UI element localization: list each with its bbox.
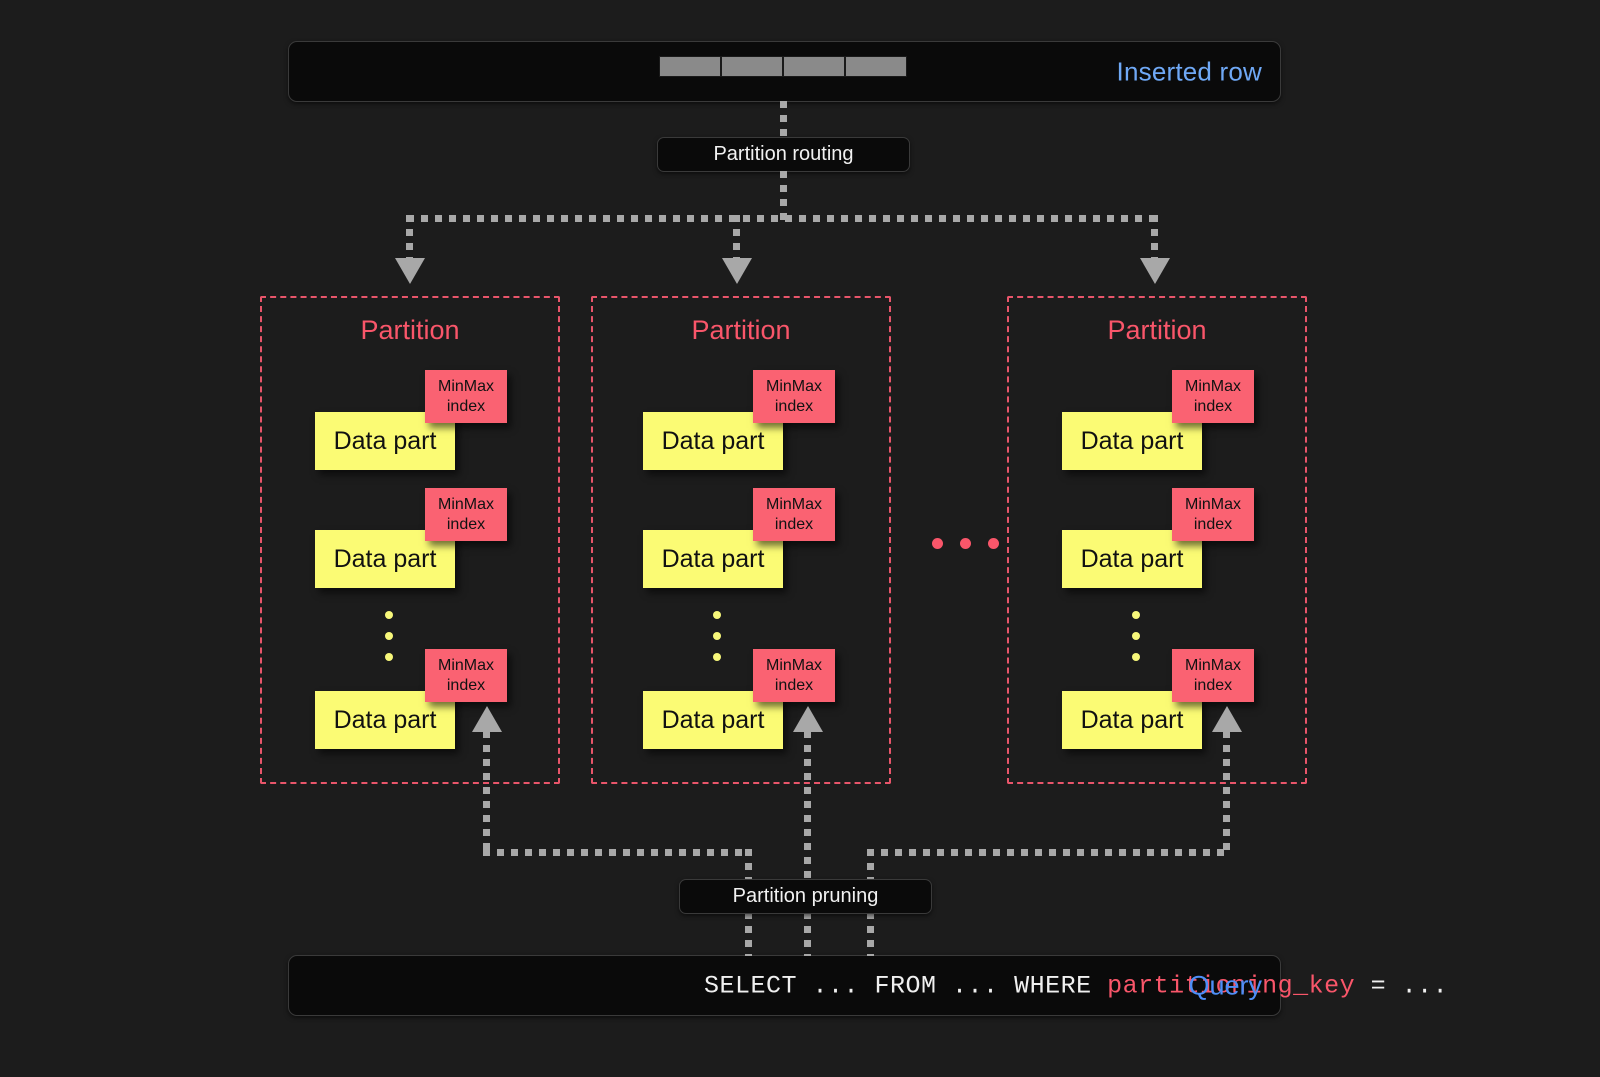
data-part-label: Data part <box>661 705 765 734</box>
ellipsis-dot <box>932 538 943 549</box>
query-label: Query <box>1188 970 1262 1000</box>
connector-pruning-to-partition-2 <box>804 731 811 883</box>
partition-box-1: Partition <box>260 296 560 784</box>
partition-pruning-label: Partition pruning <box>732 885 879 907</box>
minmax-index-line1: MinMax <box>1184 495 1241 513</box>
connector-bus-left-down <box>745 849 752 883</box>
data-part-label: Data part <box>333 426 437 455</box>
data-part-ellipsis <box>713 611 721 661</box>
partition-box-3: Partition <box>1007 296 1307 784</box>
pruning-bus-right <box>867 849 1230 856</box>
row-cell <box>783 56 845 77</box>
minmax-index-line2: index <box>1193 515 1233 533</box>
minmax-index-line1: MinMax <box>1184 377 1241 395</box>
arrow-up-partition-3 <box>1212 706 1242 732</box>
connector-bus-to-partition-1 <box>406 215 413 263</box>
ellipsis-dot <box>385 611 393 619</box>
connector-pruning-to-query-1 <box>745 912 752 956</box>
connector-bus-to-partition-2 <box>733 215 740 263</box>
ellipsis-dot <box>1132 653 1140 661</box>
query-suffix: = ... <box>1355 971 1449 1000</box>
ellipsis-dot <box>988 538 999 549</box>
data-part-label: Data part <box>661 544 765 573</box>
ellipsis-dot <box>713 632 721 640</box>
minmax-index-line2: index <box>1193 676 1233 694</box>
partition-routing-label: Partition routing <box>713 143 854 165</box>
arrow-down-partition-1 <box>395 258 425 284</box>
ellipsis-dot <box>1132 611 1140 619</box>
data-part-label: Data part <box>1080 544 1184 573</box>
row-cell <box>845 56 907 77</box>
minmax-index-line2: index <box>1193 397 1233 415</box>
arrow-up-partition-1 <box>472 706 502 732</box>
data-part-box: Data part <box>315 691 455 749</box>
routing-fanout-bus <box>407 215 1157 222</box>
data-part-label: Data part <box>333 705 437 734</box>
connector-bus-to-partition-3 <box>1151 215 1158 263</box>
connector-pruning-to-partition-3 <box>1223 731 1230 855</box>
connector-routing-to-bus <box>780 171 787 221</box>
minmax-index-line1: MinMax <box>437 377 494 395</box>
arrow-up-partition-2 <box>793 706 823 732</box>
arrow-down-partition-2 <box>722 258 752 284</box>
minmax-index-box: MinMax index <box>753 649 835 702</box>
ellipsis-dot <box>385 653 393 661</box>
data-part-label: Data part <box>661 426 765 455</box>
connector-pruning-to-partition-1 <box>483 731 490 855</box>
row-cell <box>721 56 783 77</box>
minmax-index-box: MinMax index <box>753 370 835 423</box>
minmax-index-line2: index <box>774 676 814 694</box>
minmax-index-line1: MinMax <box>437 656 494 674</box>
ellipsis-dot <box>960 538 971 549</box>
inserted-row-cells <box>659 56 907 77</box>
minmax-index-line2: index <box>446 676 486 694</box>
connector-row-to-routing <box>780 101 787 139</box>
data-part-label: Data part <box>1080 705 1184 734</box>
minmax-index-line2: index <box>774 397 814 415</box>
connector-pruning-to-query-3 <box>867 912 874 956</box>
minmax-index-line2: index <box>774 515 814 533</box>
partition-routing-box: Partition routing <box>657 137 910 172</box>
minmax-index-line1: MinMax <box>765 495 822 513</box>
minmax-index-box: MinMax index <box>1172 370 1254 423</box>
query-prefix: SELECT ... FROM ... WHERE <box>704 971 1108 1000</box>
pruning-bus-left <box>483 849 745 856</box>
row-cell <box>659 56 721 77</box>
ellipsis-dot <box>385 632 393 640</box>
minmax-index-line1: MinMax <box>437 495 494 513</box>
ellipsis-dot <box>713 611 721 619</box>
partition-title: Partition <box>691 315 791 345</box>
minmax-index-box: MinMax index <box>1172 649 1254 702</box>
minmax-index-box: MinMax index <box>1172 488 1254 541</box>
minmax-index-line1: MinMax <box>765 377 822 395</box>
minmax-index-line2: index <box>446 515 486 533</box>
minmax-index-box: MinMax index <box>425 488 507 541</box>
inserted-row-label: Inserted row <box>1116 56 1262 86</box>
partition-title: Partition <box>1107 315 1207 345</box>
connector-pruning-to-query-2 <box>804 912 811 956</box>
data-part-ellipsis <box>1132 611 1140 661</box>
data-part-label: Data part <box>333 544 437 573</box>
ellipsis-dot <box>1132 632 1140 640</box>
minmax-index-line2: index <box>446 397 486 415</box>
minmax-index-box: MinMax index <box>425 370 507 423</box>
query-bar: SELECT ... FROM ... WHERE partitioning_k… <box>288 955 1448 1016</box>
arrow-down-partition-3 <box>1140 258 1170 284</box>
query-partitioning-key: partitioning_key <box>1107 971 1356 1000</box>
partition-title: Partition <box>360 315 460 345</box>
minmax-index-line1: MinMax <box>1184 656 1241 674</box>
connector-bus-right-down <box>867 849 874 883</box>
data-part-label: Data part <box>1080 426 1184 455</box>
query-sql-text: SELECT ... FROM ... WHERE partitioning_k… <box>611 942 1448 1029</box>
data-part-ellipsis <box>385 611 393 661</box>
ellipsis-dot <box>713 653 721 661</box>
minmax-index-box: MinMax index <box>425 649 507 702</box>
partition-ellipsis <box>932 538 999 549</box>
partition-pruning-box: Partition pruning <box>679 879 932 914</box>
minmax-index-line1: MinMax <box>765 656 822 674</box>
partition-box-2: Partition <box>591 296 891 784</box>
minmax-index-box: MinMax index <box>753 488 835 541</box>
inserted-row-bar: Inserted row <box>288 41 1281 102</box>
